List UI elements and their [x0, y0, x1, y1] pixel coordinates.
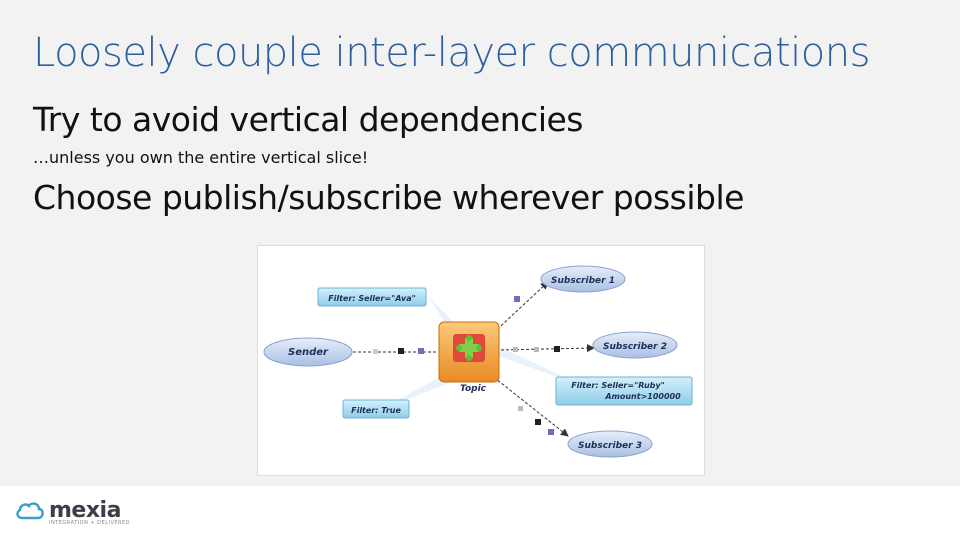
footer — [0, 486, 960, 540]
bullet-avoid-vertical: Try to avoid vertical dependencies — [33, 100, 583, 139]
filter-true — [342, 399, 410, 419]
message-square — [373, 349, 378, 354]
message-square — [513, 347, 518, 352]
sub-bullet-vertical-slice: …unless you own the entire vertical slic… — [33, 148, 369, 167]
message-square — [535, 419, 541, 425]
filter-ava — [317, 287, 427, 307]
message-square — [418, 348, 424, 354]
message-square — [548, 429, 554, 435]
filter-true-label: Filter: True — [351, 406, 401, 415]
logo-text: mexia — [49, 498, 121, 523]
sub2-line — [495, 344, 595, 353]
slide-title: Loosely couple inter-layer communication… — [33, 30, 870, 76]
subscriber-2-label: Subscriber 2 — [603, 342, 667, 352]
message-square — [518, 406, 523, 411]
sub1-line — [489, 281, 549, 337]
topic-label: Topic — [460, 384, 487, 394]
filter-ruby-label-2: Amount>100000 — [604, 392, 681, 401]
logo-tagline: INTEGRATION + DELIVERED — [49, 520, 131, 526]
filter-ruby — [555, 376, 693, 406]
subscriber-1-node — [540, 265, 626, 293]
cloud-icon — [16, 501, 44, 519]
subscriber-3-label: Subscriber 3 — [578, 441, 642, 451]
message-square — [534, 347, 539, 352]
sender-label: Sender — [288, 347, 329, 358]
sender-node — [263, 337, 353, 367]
filter-ruby-label-1: Filter: Seller="Ruby" — [571, 381, 665, 390]
subscriber-1-label: Subscriber 1 — [551, 276, 615, 286]
message-square — [554, 346, 560, 352]
subscriber-2-node — [592, 331, 678, 359]
subscriber-3-node — [567, 430, 653, 458]
message-square — [398, 348, 404, 354]
message-square — [514, 296, 520, 302]
mexia-logo: mexia INTEGRATION + DELIVERED — [15, 498, 130, 526]
pubsub-diagram: Sender Topic Filter: Seller="Ava" Filter… — [257, 245, 705, 476]
sub3-line — [485, 370, 569, 437]
slide: Loosely couple inter-layer communication… — [33, 30, 871, 476]
bullet-publish-subscribe: Choose publish/subscribe wherever possib… — [33, 178, 744, 217]
filter-ava-label: Filter: Seller="Ava" — [328, 294, 416, 303]
